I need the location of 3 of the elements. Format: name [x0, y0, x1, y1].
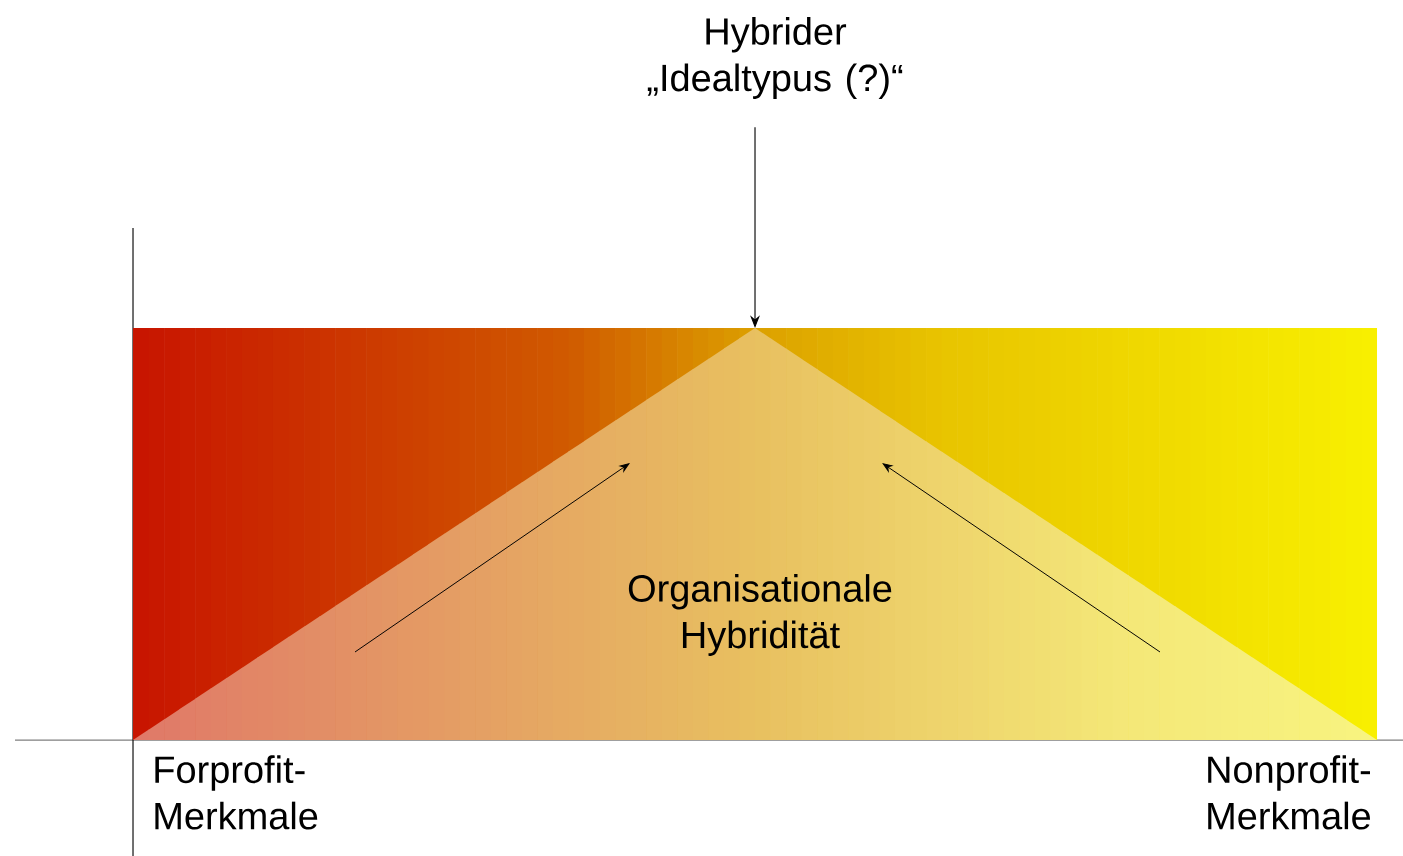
triangle: Organisationale Hybridität	[133, 328, 1377, 740]
heading: Hybrider „Idealtypus (?)“	[647, 17, 903, 99]
node-label: Organisationale Hybridität	[628, 574, 892, 656]
